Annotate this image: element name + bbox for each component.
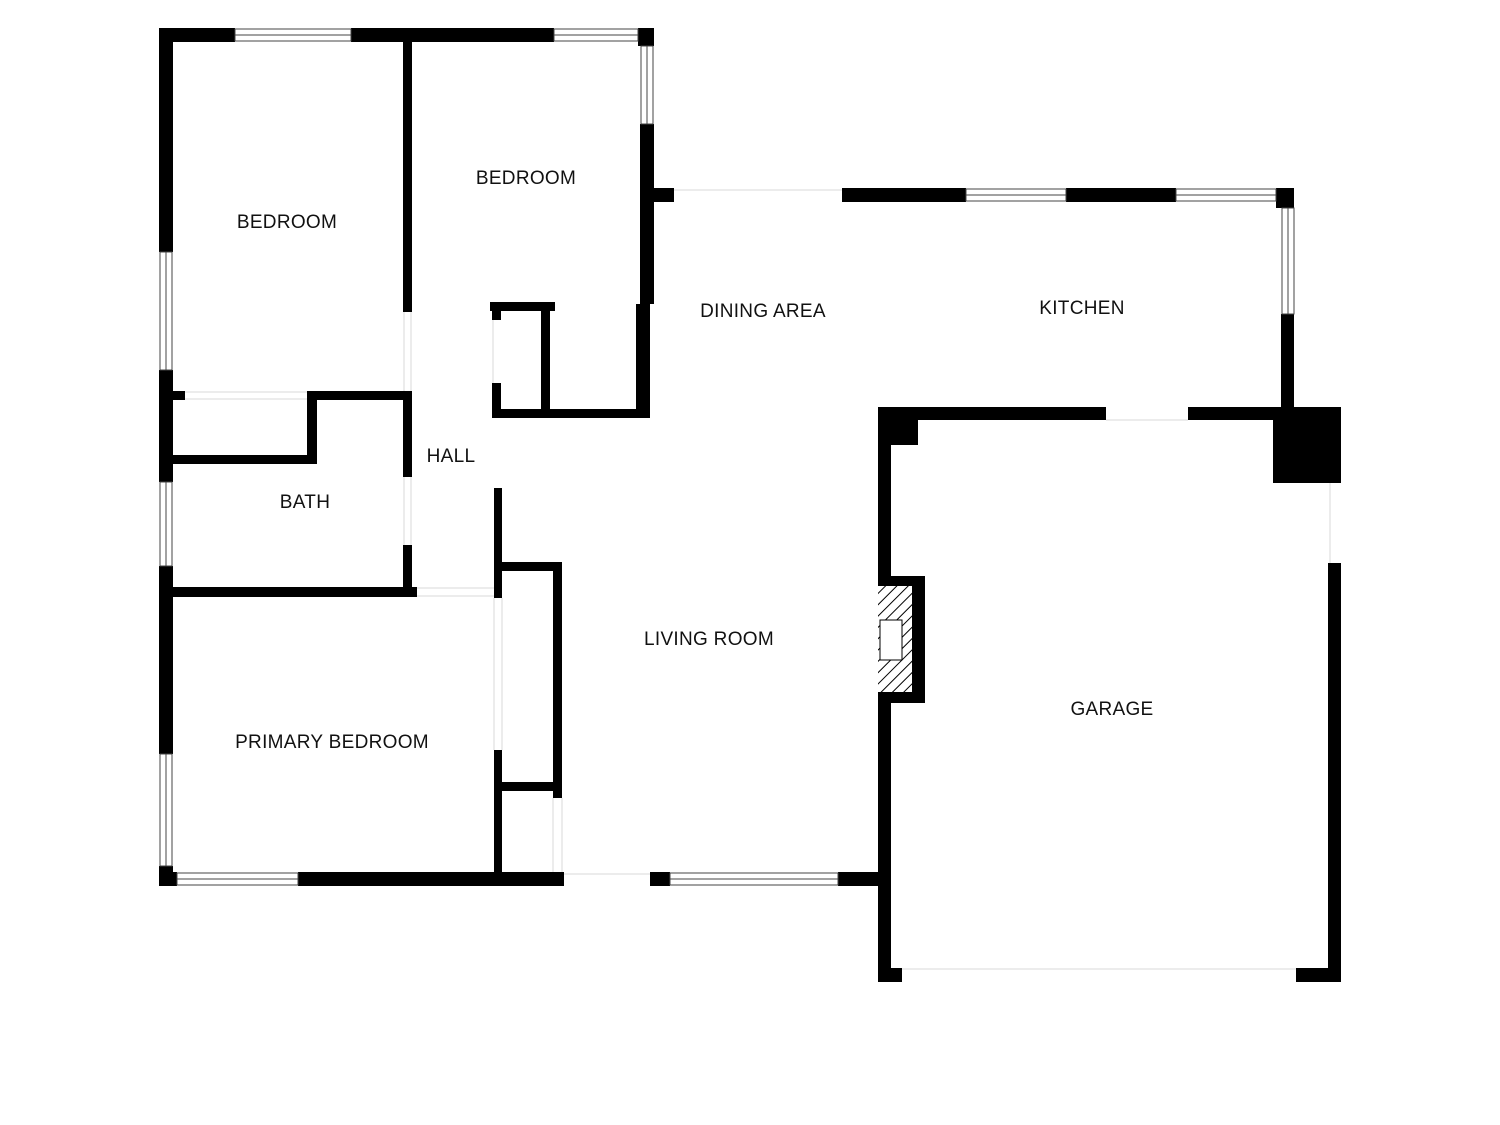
room-label-garage: GARAGE [1070, 699, 1153, 720]
wall [492, 302, 501, 320]
wall [1281, 314, 1294, 414]
room-label-bath: BATH [280, 492, 330, 513]
wall [1296, 968, 1341, 982]
wall [494, 488, 502, 598]
wall [298, 872, 564, 886]
wall [650, 872, 670, 886]
window-icon [234, 28, 352, 42]
wall [307, 391, 412, 400]
window-icon [176, 872, 299, 886]
windows [159, 28, 1295, 886]
wall [1066, 188, 1176, 202]
wall [1276, 188, 1294, 208]
room-label-bedroom-left: BEDROOM [237, 212, 337, 233]
wall [1188, 407, 1288, 420]
wall [173, 455, 317, 464]
walls [159, 28, 1341, 982]
wall [159, 872, 177, 886]
wall [403, 391, 412, 477]
wall [1273, 407, 1341, 483]
room-label-kitchen: KITCHEN [1039, 298, 1125, 319]
wall [878, 576, 925, 586]
wall [878, 968, 902, 982]
wall [541, 302, 550, 416]
room-label-dining-area: DINING AREA [700, 301, 826, 322]
room-labels: BEDROOM BEDROOM DINING AREA KITCHEN HALL… [235, 168, 1153, 753]
wall [878, 407, 1106, 420]
wall [1328, 563, 1341, 982]
wall [654, 188, 674, 202]
wall [842, 188, 966, 202]
window-icon [640, 45, 654, 125]
wall [492, 383, 501, 418]
room-label-living-room: LIVING ROOM [644, 629, 774, 650]
wall [351, 28, 554, 42]
wall [307, 391, 317, 463]
window-icon [553, 28, 639, 42]
window-icon [159, 481, 173, 567]
wall [403, 545, 412, 593]
wall [494, 782, 562, 791]
wall [159, 28, 173, 252]
wall [878, 407, 891, 577]
wall [838, 872, 888, 886]
fireplace-icon [878, 586, 912, 692]
window-icon [669, 872, 839, 886]
wall [636, 304, 650, 418]
wall [878, 692, 925, 703]
wall [640, 124, 654, 304]
window-icon [159, 251, 173, 371]
window-icon [1281, 207, 1295, 315]
wall [173, 391, 185, 400]
room-label-hall: HALL [427, 446, 476, 467]
window-icon [1175, 188, 1277, 202]
wall [878, 702, 891, 982]
window-icon [159, 753, 173, 867]
wall [492, 409, 650, 418]
wall [494, 750, 502, 886]
window-icon [965, 188, 1067, 202]
wall [494, 562, 562, 571]
wall [912, 576, 925, 703]
openings [185, 189, 1331, 970]
wall [403, 40, 412, 312]
room-label-bedroom-top: BEDROOM [476, 168, 576, 189]
room-label-primary-bedroom: PRIMARY BEDROOM [235, 732, 429, 753]
wall [159, 370, 173, 482]
wall [173, 587, 417, 597]
wall [490, 302, 555, 311]
wall [638, 28, 654, 46]
wall [553, 562, 562, 798]
wall [159, 566, 173, 754]
wall [159, 28, 235, 42]
